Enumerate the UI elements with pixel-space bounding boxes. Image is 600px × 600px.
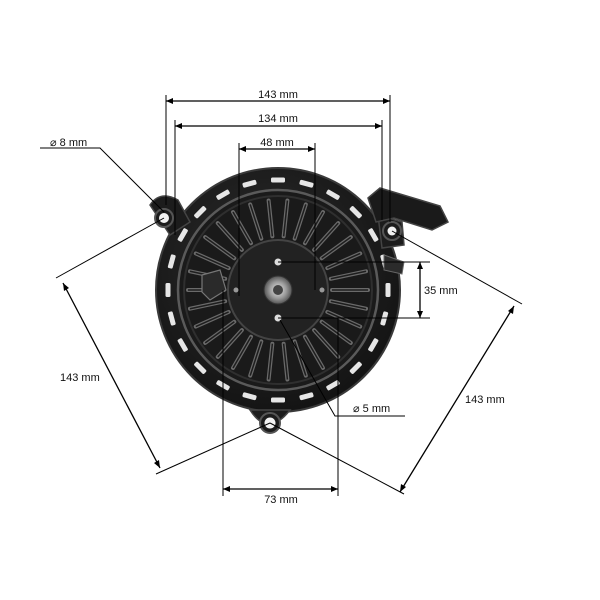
pulley-fin-shadow [204,321,235,344]
label-143-top: 143 mm [258,89,298,101]
pulley-fin-shadow [282,200,289,237]
label-48: 48 mm [260,137,294,149]
rim-slot [385,283,391,297]
rim-slot [242,179,257,188]
rim-slot [299,392,314,401]
rim-slot [242,392,257,401]
rim-slot [368,228,379,242]
ratchet-pawl [201,269,227,301]
label-73: 73 mm [264,494,298,506]
rim-slot [368,338,379,352]
label-8mm: ⌀ 8 mm [50,137,87,149]
pulley-fin-shadow [267,200,274,237]
pulley-fin-shadow [327,311,361,328]
pulley-fin-shadow [293,204,307,239]
rim-slot [194,206,207,219]
rim-slot [271,177,285,183]
pulley-fin-shadow [249,341,263,376]
ext-line-diag-left-top [55,217,165,279]
pulley-fin-shadow [232,211,252,244]
pulley-fin-shadow [217,222,243,251]
ext-line-diag-left-bottom [155,422,271,475]
label-143-right: 143 mm [465,394,505,406]
pulley-fin-shadow [204,236,235,259]
pulley-fin-shadow [267,343,274,380]
rim-slot [167,311,176,326]
label-35: 35 mm [424,285,458,297]
plate-hole-right [319,287,325,293]
label-134: 134 mm [258,113,298,125]
dimension-lines [40,95,523,496]
rim-slot [349,361,362,374]
rim-slot [271,397,285,403]
pulley-fin-shadow [321,321,352,344]
rim-slot [326,189,340,200]
starter-body [149,167,450,434]
pulley-fin-shadow [313,222,339,251]
rim-slot [216,189,230,200]
dim-line-diag-right [399,305,515,493]
pulley-fin-shadow [313,329,339,358]
ext-line-diag-right-top [391,230,523,305]
rim-slot [167,254,176,269]
pulley-fin-shadow [327,252,361,269]
inner-ring-edge [183,195,373,385]
pulley-fin-shadow [304,211,324,244]
pulley-fin-shadow [217,329,243,358]
rim-slot [194,361,207,374]
label-143-left: 143 mm [60,372,100,384]
rim-slots [165,177,391,403]
ext-line-diag-right-bottom [269,422,405,495]
rim-slot [165,283,171,297]
plate-hole-left [233,287,239,293]
pulley-fin-shadow [330,270,367,280]
leader-8mm [40,147,165,213]
rim-slot [177,228,188,242]
dimension-labels: 143 mm 134 mm 48 mm 35 mm 73 mm 143 mm 1… [50,89,505,506]
pulley-fin-shadow [304,336,324,369]
pulley-fin-shadow [293,341,307,376]
label-5mm: ⌀ 5 mm [353,403,390,415]
rim-slot [326,380,340,391]
dim-arrows-35 [417,262,423,318]
pulley-fin-shadow [232,336,252,369]
pulley-fin-shadow [249,204,263,239]
pulley-fin-shadow [282,343,289,380]
rim-slot [299,179,314,188]
center-hub-bore [273,285,283,295]
pulley-fin-shadow [189,300,226,310]
rim-slot [349,206,362,219]
rim-slot [177,338,188,352]
pulley-fin-shadow [321,236,352,259]
pulley-fin-shadow [195,252,229,269]
dim-line-diag-left [62,282,161,469]
rope-guide [383,254,405,275]
pulley-fin-shadow [330,300,367,310]
leader-5mm [279,319,405,417]
